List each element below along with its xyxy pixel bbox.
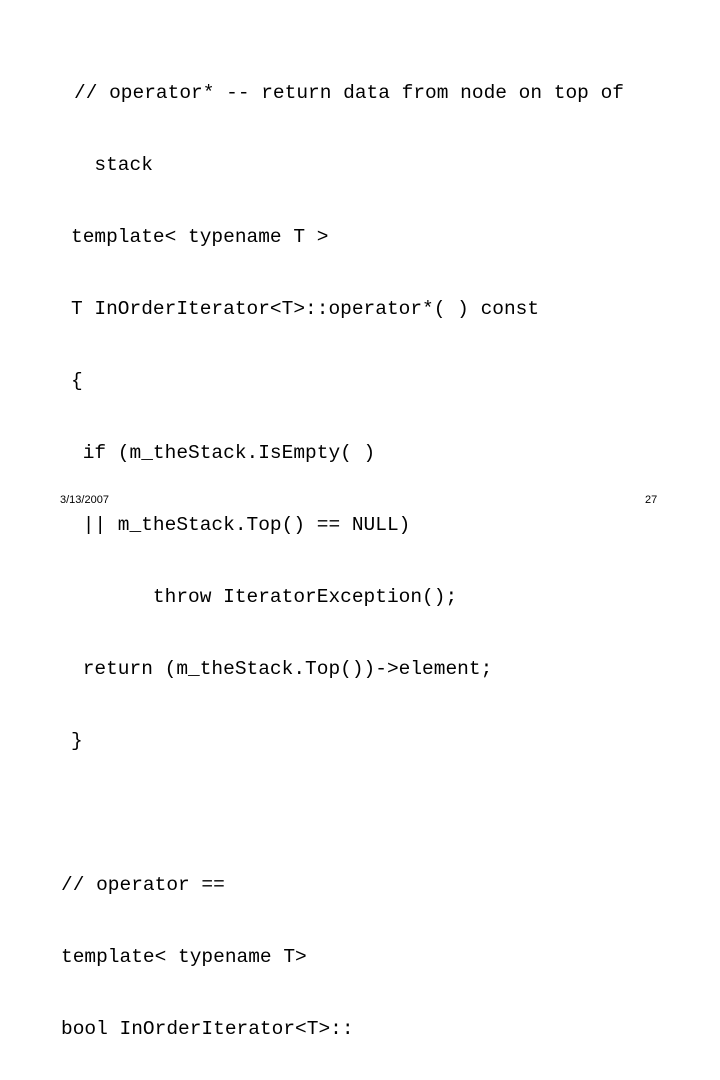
code-line: } bbox=[71, 730, 83, 752]
code-line: // operator == bbox=[61, 874, 225, 896]
code-line: { bbox=[71, 370, 83, 392]
code-line: T InOrderIterator<T>::operator*( ) const bbox=[71, 298, 540, 320]
code-line: // operator* -- return data from node on… bbox=[74, 82, 624, 104]
footer-page-number: 27 bbox=[645, 494, 658, 506]
code-block-operator-star: // operator* -- return data from node on… bbox=[0, 33, 720, 801]
code-block-operator-equals: // operator == template< typename T> boo… bbox=[0, 825, 720, 1080]
code-line: return (m_theStack.Top())->element; bbox=[71, 658, 493, 680]
code-line: throw IteratorException(); bbox=[71, 586, 458, 608]
slide-footer: 3/13/2007 27 bbox=[0, 494, 720, 518]
code-line: template< typename T> bbox=[61, 946, 307, 968]
code-line: if (m_theStack.IsEmpty( ) bbox=[71, 442, 376, 464]
code-line: bool InOrderIterator<T>:: bbox=[61, 1018, 354, 1040]
code-content-area: // operator* -- return data from node on… bbox=[0, 33, 720, 1080]
code-line: || m_theStack.Top() == NULL) bbox=[71, 514, 411, 536]
code-line: stack bbox=[71, 154, 153, 176]
code-line: template< typename T > bbox=[71, 226, 329, 248]
footer-date: 3/13/2007 bbox=[60, 494, 109, 506]
slide: // operator* -- return data from node on… bbox=[0, 82, 720, 1040]
